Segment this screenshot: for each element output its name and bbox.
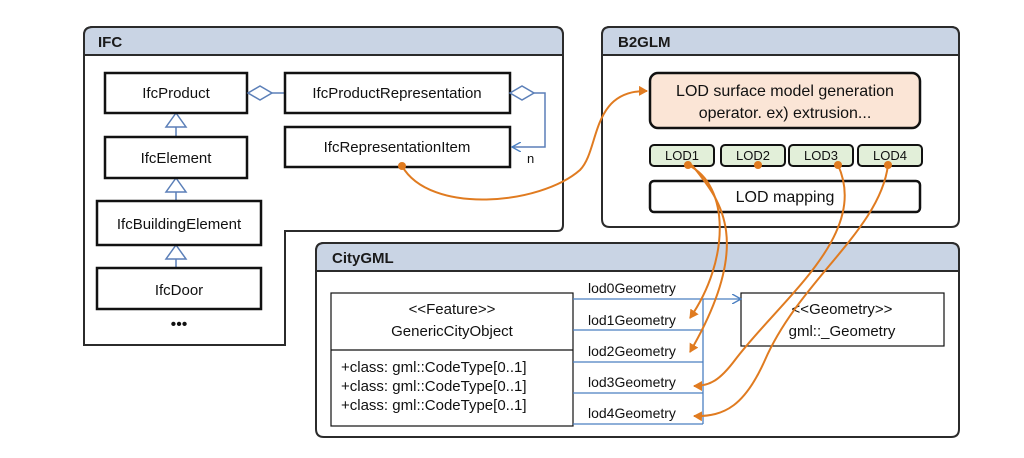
svg-text:LOD4: LOD4 xyxy=(873,148,907,163)
lod1-link xyxy=(687,164,721,319)
association-label: lod0Geometry xyxy=(588,280,676,296)
lod-badge: LOD4 xyxy=(857,144,923,167)
ifc-inheritance xyxy=(164,111,188,268)
svg-text:LOD2: LOD2 xyxy=(736,148,770,163)
ifc-panel-title: IFC xyxy=(98,34,122,51)
inheritance-triangle-icon xyxy=(164,243,188,260)
association-label: lod2Geometry xyxy=(588,343,676,359)
feature-class-box: <<Feature>> GenericCityObject +class: gm… xyxy=(330,292,574,427)
feature-attribute: +class: gml::CodeType[0..1] xyxy=(341,378,527,395)
feature-attribute: +class: gml::CodeType[0..1] xyxy=(341,397,527,414)
svg-text:LOD surface model generation: LOD surface model generation xyxy=(676,83,894,100)
association-label: lod1Geometry xyxy=(588,312,676,328)
lod3-link xyxy=(693,164,846,391)
ifc-to-operator-link xyxy=(401,85,648,201)
svg-text:IfcProduct: IfcProduct xyxy=(142,85,210,102)
svg-text:IfcRepresentationItem: IfcRepresentationItem xyxy=(324,139,471,156)
ifc-door-box: IfcDoor xyxy=(95,266,263,311)
lod-badge: LOD3 xyxy=(788,144,854,167)
ifc-aggregation xyxy=(246,85,285,101)
svg-text:IfcBuildingElement: IfcBuildingElement xyxy=(117,216,242,233)
feature-attribute: +class: gml::CodeType[0..1] xyxy=(341,359,527,376)
svg-text:operator. ex) extrusion...: operator. ex) extrusion... xyxy=(699,105,872,122)
lod-associations xyxy=(573,299,741,425)
association-label: lod3Geometry xyxy=(588,374,676,390)
svg-text:IfcDoor: IfcDoor xyxy=(155,282,203,299)
feature-stereotype: <<Feature>> xyxy=(409,301,496,318)
svg-text:LOD1: LOD1 xyxy=(665,148,699,163)
citygml-panel-title: CityGML xyxy=(332,250,394,267)
geometry-class-box: <<Geometry>> gml::_Geometry xyxy=(740,292,945,347)
inheritance-triangle-icon xyxy=(164,176,188,193)
svg-text:IfcProductRepresentation: IfcProductRepresentation xyxy=(312,85,481,102)
ifc-ellipsis: ••• xyxy=(171,316,188,333)
ifc-items-association: n xyxy=(508,85,546,166)
ifc-element-box: IfcElement xyxy=(103,135,249,180)
ifc-representation-item-box: IfcRepresentationItem xyxy=(283,125,512,169)
ifc-building-element-box: IfcBuildingElement xyxy=(95,199,263,247)
svg-text:LOD mapping: LOD mapping xyxy=(736,189,835,206)
b2glm-panel-header xyxy=(601,26,960,56)
association-labels: lod0Geometry lod1Geometry lod2Geometry l… xyxy=(588,280,676,421)
feature-class-name: GenericCityObject xyxy=(391,323,514,340)
svg-text:LOD3: LOD3 xyxy=(804,148,838,163)
lod2-link xyxy=(689,164,728,353)
b2glm-panel-title: B2GLM xyxy=(618,34,671,51)
mapping-links xyxy=(401,85,889,422)
lod4-link xyxy=(693,164,889,422)
multiplicity-label: n xyxy=(527,151,534,166)
lod-badge: LOD1 xyxy=(649,144,715,167)
association-label: lod4Geometry xyxy=(588,405,676,421)
ifc-panel-header xyxy=(83,26,564,56)
lod-operator-box: LOD surface model generation operator. e… xyxy=(648,71,922,130)
geometry-class-name: gml::_Geometry xyxy=(789,323,896,340)
inheritance-triangle-icon xyxy=(164,111,188,128)
geometry-stereotype: <<Geometry>> xyxy=(792,301,893,318)
lod-badge: LOD2 xyxy=(720,144,786,167)
citygml-panel-header xyxy=(315,242,960,272)
ifc-product-box: IfcProduct xyxy=(103,71,249,115)
ifc-product-representation-box: IfcProductRepresentation xyxy=(283,71,512,115)
link-endpoints xyxy=(398,161,892,170)
svg-text:IfcElement: IfcElement xyxy=(141,150,213,167)
lod-badges: LOD1 LOD2 LOD3 LOD4 xyxy=(649,144,923,167)
